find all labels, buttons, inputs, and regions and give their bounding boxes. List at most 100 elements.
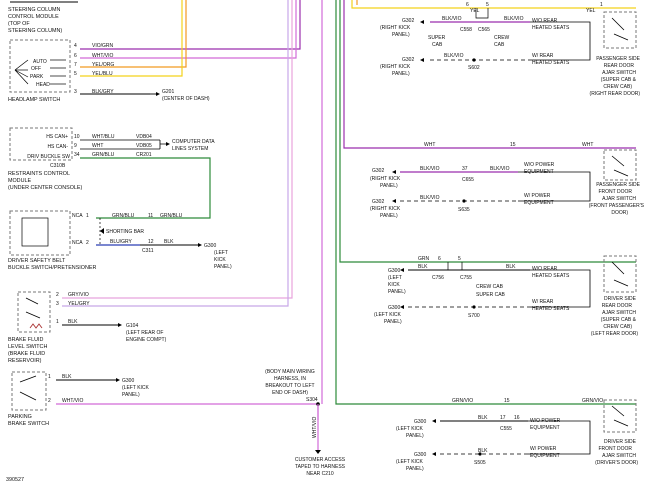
pr-blk-vio-3: BLK/VIO xyxy=(444,53,464,59)
dr-blk-1: BLK xyxy=(418,264,428,270)
dr-pin-6: 6 xyxy=(438,256,441,262)
pr-wire-yel-b: YEL xyxy=(586,8,596,14)
df-switch-contacts xyxy=(611,405,629,427)
headlamp-pos-off: OFF xyxy=(31,66,41,72)
df-splice-name: S505 xyxy=(474,460,486,466)
wire-label-blk-gry: BLK/GRY xyxy=(92,89,114,95)
dr-g300b-1: G300 xyxy=(388,305,400,311)
pr-switch-box xyxy=(603,11,637,49)
pr-splice-dot xyxy=(472,58,476,62)
pf-title-1: PASSENGER SIDE xyxy=(596,182,640,188)
df-pin-16: 16 xyxy=(514,415,520,421)
df-g300a-1: G300 xyxy=(414,419,426,425)
g300-buckle-loc-1: (LEFT xyxy=(214,250,228,256)
buckle-wire-blu-gry: BLU/GRY xyxy=(110,239,133,245)
dr-g300a-arrow xyxy=(400,268,404,272)
brake-fluid-pin-2: 2 xyxy=(56,292,59,298)
dr-w-2: HEATED SEATS xyxy=(532,306,570,312)
pf-g302b-1: G302 xyxy=(372,199,384,205)
pf-g302b-3: PANEL) xyxy=(380,213,398,219)
pf-title-4: (FRONT PASSENGER'S xyxy=(589,203,645,209)
pf-title-3: AJAR SWITCH xyxy=(602,196,636,202)
pf-pin-15: 15 xyxy=(510,142,516,148)
pr-connector-loop xyxy=(475,8,489,19)
brake-fluid-contacts xyxy=(25,297,41,319)
headlamp-pos-head: HEAD xyxy=(36,82,50,88)
vertical-wire-label: WHT/VIO xyxy=(312,417,318,438)
headlamp-pos-auto: AUTO xyxy=(33,59,47,65)
rcm-leads xyxy=(80,139,166,150)
pf-blk-vio-3: BLK/VIO xyxy=(420,195,440,201)
dr-super: SUPER CAB xyxy=(476,292,506,298)
pf-conn: C655 xyxy=(462,177,474,183)
scm-title-3: (TOP OF xyxy=(8,21,30,27)
parking-pin-1: 1 xyxy=(48,374,51,380)
dr-switch-contacts xyxy=(611,261,629,287)
dr-splice-dot xyxy=(472,305,476,309)
pr-g302b-arrow xyxy=(420,58,424,62)
pf-splice-dot xyxy=(462,199,466,203)
dr-wo-1: W/O REAR xyxy=(532,266,558,272)
parking-brake-box xyxy=(11,371,47,411)
pf-blk-vio-1: BLK/VIO xyxy=(420,166,440,172)
pf-switch-leads xyxy=(518,171,591,202)
pf-g302a-1: G302 xyxy=(372,168,384,174)
df-title-3: AJAR SWITCH xyxy=(602,453,636,459)
dr-splice-name: S700 xyxy=(468,313,480,319)
df-g300b-2: (LEFT KICK xyxy=(396,459,424,465)
buckle-pin-12: 12 xyxy=(148,239,154,245)
pf-w-2: EQUIPMENT xyxy=(524,200,554,206)
pf-splice-name: S635 xyxy=(458,207,470,213)
pf-wo-1: W/O POWER xyxy=(524,162,555,168)
scm-title-2: CONTROL MODULE xyxy=(8,14,59,20)
pr-conn-c565: C565 xyxy=(478,27,490,33)
buckle-connector: C311 xyxy=(142,248,154,254)
dr-conn-c755: C755 xyxy=(460,275,472,281)
rcm-wire-wht: WHT xyxy=(92,143,103,149)
wire-label-vio-grn: VIO/GRN xyxy=(92,43,114,49)
pr-pin-5: 5 xyxy=(486,2,489,8)
brake-fluid-wire-yel-gry: YEL/GRY xyxy=(68,301,90,307)
wire-yel-gry xyxy=(62,0,289,307)
dr-g300b-2: (LEFT KICK xyxy=(374,312,402,318)
shorting-arrow xyxy=(100,228,104,234)
df-g300b-1: G300 xyxy=(414,452,426,458)
df-blk-1: BLK xyxy=(478,415,488,421)
rcm-wire-wht-blu: WHT/BLU xyxy=(92,134,115,140)
rcm-circuit-vdb04: VDB04 xyxy=(136,134,152,140)
wire-grn-blu-rcm xyxy=(80,157,211,219)
g104-loc-1: (LEFT REAR OF xyxy=(126,330,163,336)
pr-pin-6: 6 xyxy=(466,2,469,8)
dr-wo-2: HEATED SEATS xyxy=(532,273,570,279)
pf-switch-box xyxy=(603,149,637,181)
figure-id: 390527 xyxy=(6,477,24,483)
pr-g302a-1: G302 xyxy=(402,18,414,24)
brake-fluid-title-1: BRAKE FLUID xyxy=(8,337,43,343)
data-lines-text-2: LINES SYSTEM xyxy=(172,146,208,152)
trunk-yel xyxy=(351,0,636,9)
wire-label-yel-blu: YEL/BLU xyxy=(92,71,113,77)
pf-g302b-arrow xyxy=(392,199,396,203)
df-wire-grn-vio: GRN/VIO xyxy=(452,398,473,404)
dr-title-2: REAR DOOR xyxy=(602,303,633,309)
rcm-title-1: RESTRAINTS CONTROL xyxy=(8,171,70,177)
brake-fluid-wire-gry-vio: GRY/VIO xyxy=(68,292,89,298)
wire-yel-blu xyxy=(80,0,183,77)
df-switch-box xyxy=(603,399,637,433)
g201-loc: (CENTER OF DASH) xyxy=(162,96,210,102)
brake-fluid-title-2: LEVEL SWITCH xyxy=(8,344,47,350)
pf-title-2: FRONT DOOR xyxy=(598,189,632,195)
dr-g300b-3: PANEL) xyxy=(384,319,402,325)
rcm-circuit-cr201: CR201 xyxy=(136,152,152,158)
headlamp-pin-6: 6 xyxy=(74,53,77,59)
df-title-4: (DRIVER'S DOOR) xyxy=(595,460,638,466)
g300-parking-label: G300 xyxy=(122,378,134,384)
buckle-wire-grn-blu-a: GRN/BLU xyxy=(112,213,135,219)
df-g300b-arrow xyxy=(432,452,436,456)
splice-s304: S304 xyxy=(306,397,318,403)
dr-conn-c756: C756 xyxy=(432,275,444,281)
pr-g302b-3: PANEL) xyxy=(392,71,410,77)
df-title-1: DRIVER SIDE xyxy=(604,439,637,445)
pr-end-pin: 1 xyxy=(600,2,603,8)
pr-crew-2: CAB xyxy=(494,42,505,48)
